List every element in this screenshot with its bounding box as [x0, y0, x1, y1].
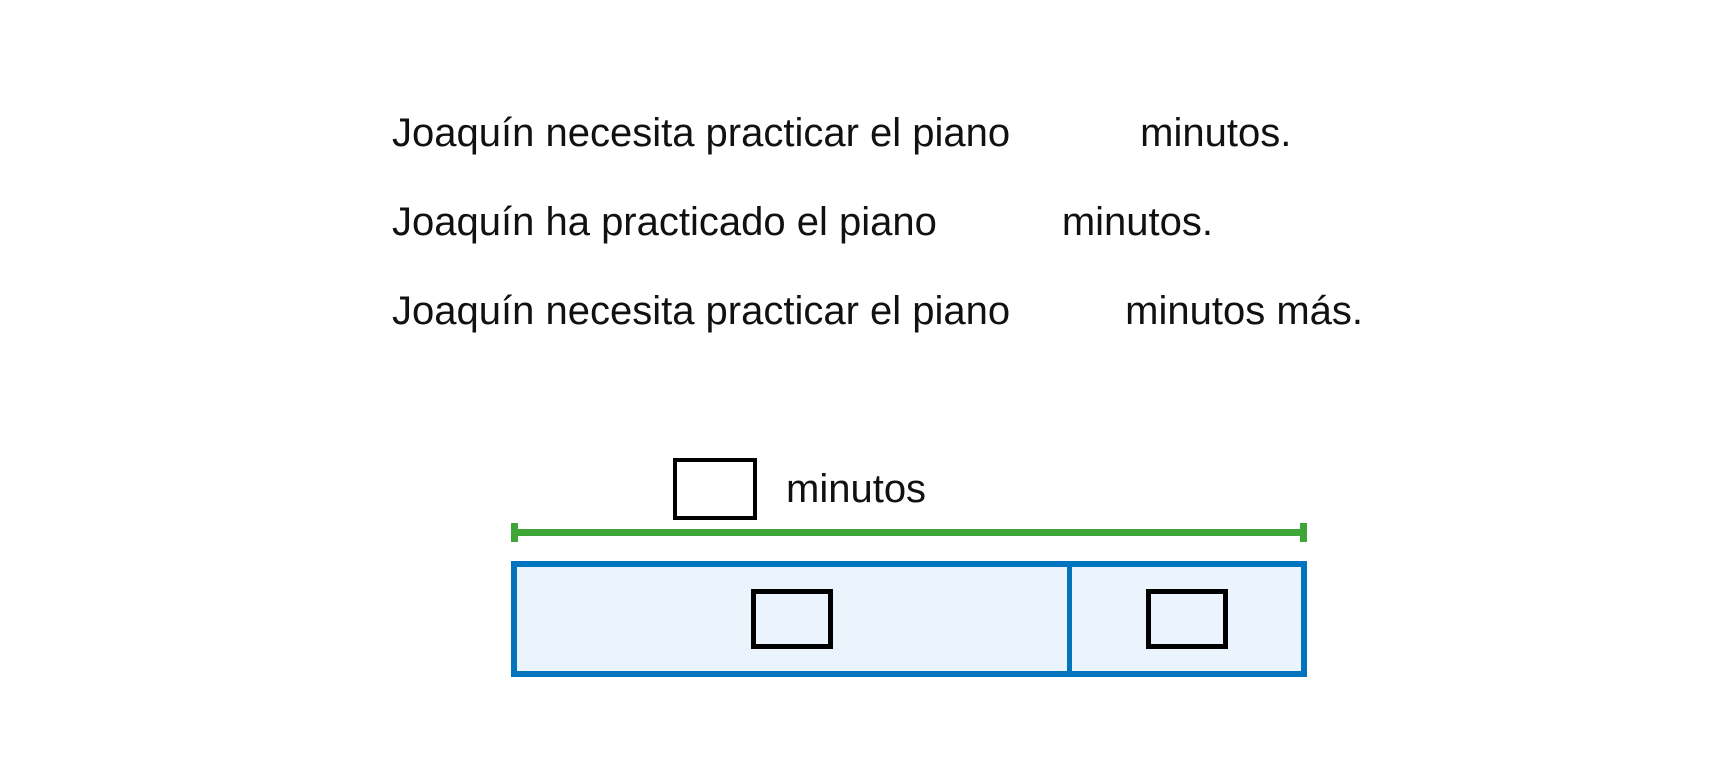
- total-unit-label: minutos: [786, 467, 927, 511]
- sentence-2-prefix: Joaquín ha practicado el piano: [392, 200, 937, 244]
- sentence-3-prefix: Joaquín necesita practicar el piano: [392, 289, 1011, 333]
- bracket-tick-right: [1300, 523, 1307, 542]
- tape-bar: [511, 561, 1307, 677]
- sentence-line-1: Joaquín necesita practicar el piano minut…: [392, 108, 1291, 158]
- remaining-answer-box[interactable]: [1145, 589, 1228, 649]
- sentence-line-3: Joaquín necesita practicar el piano minut…: [392, 286, 1363, 336]
- total-bracket-line: [511, 529, 1307, 536]
- sentence-1-prefix: Joaquín necesita practicar el piano: [392, 111, 1011, 155]
- tape-segment-remaining: [1072, 567, 1301, 671]
- bracket-tick-left: [511, 523, 518, 542]
- tape-segment-practiced: [517, 567, 1072, 671]
- sentence-2-suffix: minutos.: [1061, 200, 1214, 244]
- sentence-line-2: Joaquín ha practicado el piano minutos.: [392, 197, 1213, 247]
- sentence-3-suffix: minutos más.: [1125, 289, 1364, 333]
- sentence-1-suffix: minutos.: [1140, 111, 1292, 155]
- total-answer-box[interactable]: [673, 458, 757, 520]
- practiced-answer-box[interactable]: [751, 589, 833, 649]
